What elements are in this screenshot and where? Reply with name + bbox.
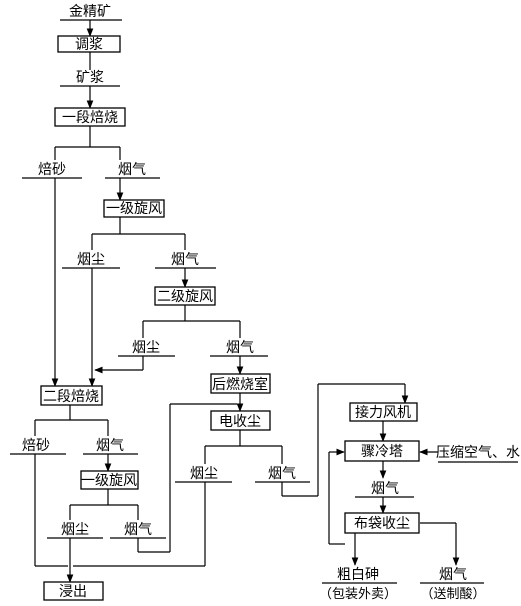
label-slurrying: 调浆 xyxy=(75,37,103,53)
label-baghouse: 布袋收尘 xyxy=(354,516,410,532)
label-roast1: 一段焙烧 xyxy=(62,110,118,126)
label-leach: 浸出 xyxy=(59,584,87,600)
box-baghouse xyxy=(344,512,420,534)
label-underlines xyxy=(10,19,518,584)
box-leach xyxy=(43,581,104,601)
box-cyclone3 xyxy=(80,470,139,490)
label-gas5: 烟气 xyxy=(124,522,152,538)
label-gas4: 烟气 xyxy=(96,438,124,454)
label-roast2: 二段焙烧 xyxy=(43,389,99,405)
box-cyclone1 xyxy=(103,199,165,218)
label-gas6: 烟气 xyxy=(268,466,296,482)
box-esp xyxy=(210,410,271,431)
label-dust4: 烟尘 xyxy=(190,466,218,482)
label-cyclone3: 一级旋风 xyxy=(81,473,137,489)
label-booster-fan: 接力风机 xyxy=(355,404,411,421)
label-afterburner: 后燃烧室 xyxy=(212,376,268,393)
label-crude-arsenic: 粗白砷 xyxy=(337,567,379,583)
label-slurry: 矿浆 xyxy=(76,70,104,86)
box-booster-fan xyxy=(349,402,418,422)
box-roast1 xyxy=(54,107,126,127)
label-gas3: 烟气 xyxy=(226,340,254,356)
box-quench-tower xyxy=(344,440,420,462)
label-quench-tower: 骤冷塔 xyxy=(361,444,403,460)
label-crude-arsenic-note: （包装外卖） xyxy=(319,587,397,602)
label-dust3: 烟尘 xyxy=(61,522,89,538)
label-dust2: 烟尘 xyxy=(132,340,160,356)
label-gas8: 烟气 xyxy=(439,567,467,583)
box-afterburner xyxy=(210,373,271,394)
label-gas8-note: （送制酸） xyxy=(420,587,485,602)
label-calcine2: 焙砂 xyxy=(22,438,50,454)
label-esp: 电收尘 xyxy=(219,414,261,430)
label-dust1: 烟尘 xyxy=(77,252,105,268)
label-cyclone1: 一级旋风 xyxy=(106,201,162,217)
label-calcine1: 焙砂 xyxy=(38,162,66,178)
box-roast2 xyxy=(40,385,103,406)
box-slurrying xyxy=(57,35,121,53)
labels: 金精矿 调浆 矿浆 一段焙烧 焙砂 烟气 一级旋风 烟尘 烟气 二级旋风 烟尘 … xyxy=(22,4,520,602)
label-concentrate: 金精矿 xyxy=(69,4,111,20)
label-gas2: 烟气 xyxy=(171,252,199,268)
label-cyclone2: 二级旋风 xyxy=(157,289,213,305)
label-compressed-air-water: 压缩空气、水 xyxy=(436,445,520,461)
process-boxes xyxy=(40,35,420,601)
box-cyclone2 xyxy=(154,286,216,306)
flow-lines xyxy=(34,20,460,583)
label-gas7: 烟气 xyxy=(371,481,399,497)
label-gas1: 烟气 xyxy=(118,162,146,178)
